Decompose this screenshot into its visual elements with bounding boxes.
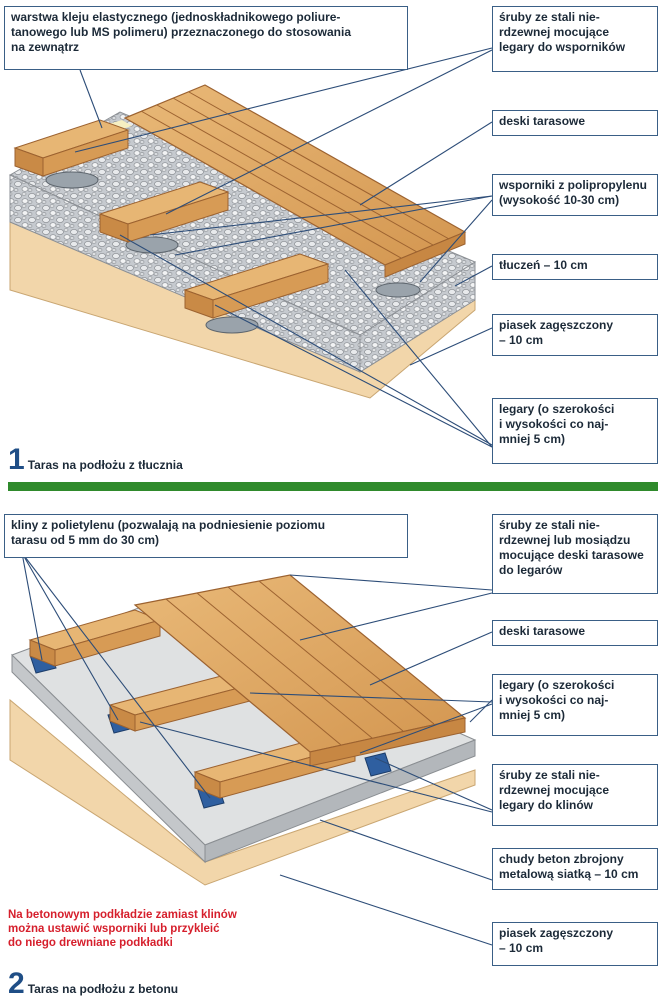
note-alternative: Na betonowym podkładzie zamiast klinów m… [8, 909, 237, 949]
section2-illustration [9, 574, 477, 886]
label-adhesive: warstwa kleju elastycznego (jednoskładni… [4, 6, 408, 70]
caption-section2: 2 Taras na podłożu z betonu [8, 967, 179, 1000]
label-concrete: chudy beton zbrojony metalową siatką – 1… [492, 848, 658, 890]
deck-boards-1 [123, 84, 467, 278]
leader-lines-2 [21, 552, 493, 946]
section1-illustration [8, 84, 477, 399]
label-sand-1: piasek zagęszczony – 10 cm [492, 314, 658, 356]
label-joists-1: legary (o szerokości i wysokości co naj-… [492, 398, 658, 464]
caption-text-1: Taras na podłożu z tłucznia [27, 458, 183, 472]
gravel-side-1 [359, 261, 476, 373]
caption-section1: 1 Taras na podłożu z tłucznia [8, 443, 183, 476]
support-1c [205, 316, 259, 334]
label-screws-joists-supports: śruby ze stali nie- rdzewnej mocujące le… [492, 6, 658, 72]
leader-lines-1 [74, 47, 493, 448]
caption-text-2: Taras na podłożu z betonu [27, 982, 179, 996]
concrete-side-2 [204, 739, 476, 863]
label-gravel: tłuczeń – 10 cm [492, 254, 658, 280]
label-wedges: kliny z polietylenu (pozwalają na podnie… [4, 514, 408, 558]
label-sand-2: piasek zagęszczony – 10 cm [492, 922, 658, 966]
caption-number-1: 1 [8, 443, 25, 476]
section-divider [8, 482, 658, 491]
label-screws-boards-joists: śruby ze stali nie- rdzewnej lub mosiądz… [492, 514, 658, 594]
deck-boards-2 [133, 574, 467, 767]
label-screws-joists-wedges: śruby ze stali nie- rdzewnej mocujące le… [492, 764, 658, 826]
label-deck-boards-1: deski tarasowe [492, 110, 658, 136]
support-1a [45, 171, 99, 189]
joists-1 [13, 119, 330, 319]
support-1d [375, 282, 421, 298]
label-joists-2: legary (o szerokości i wysokości co naj-… [492, 674, 658, 736]
caption-number-2: 2 [8, 967, 25, 1000]
label-deck-boards-2: deski tarasowe [492, 620, 658, 646]
label-supports: wsporniki z polipropylenu (wysokość 10-3… [492, 174, 658, 216]
